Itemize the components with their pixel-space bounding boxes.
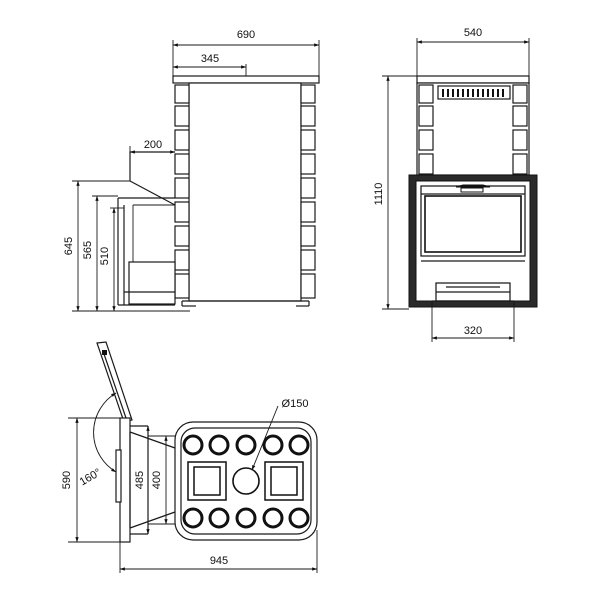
label-345: 345	[201, 53, 219, 65]
plan-top-stones	[182, 434, 310, 456]
plan-open-door	[96, 341, 133, 423]
label-945: 945	[210, 555, 228, 567]
side-firebox-front	[117, 151, 176, 306]
dim-590: 590	[61, 417, 120, 543]
label-485: 485	[134, 471, 146, 489]
door-swing-arc	[93, 392, 117, 473]
label-160: 160°	[78, 467, 104, 489]
dim-400: 400	[148, 435, 175, 525]
dim-345: 345	[172, 53, 247, 76]
dim-1110: 1110	[373, 75, 417, 310]
front-firebox	[408, 174, 538, 308]
label-590: 590	[61, 471, 73, 489]
label-645: 645	[63, 237, 75, 255]
label-540: 540	[464, 27, 482, 39]
label-150: Ø150	[282, 398, 309, 410]
dim-485: 485	[134, 425, 150, 535]
label-1110: 1110	[373, 183, 385, 206]
side-top-plate	[172, 75, 320, 84]
dim-320: 320	[431, 307, 515, 342]
dim-heights-side: 645 565 510	[63, 180, 190, 312]
side-view: 690 345 200 645 565 510	[63, 29, 320, 312]
vent-slots	[442, 89, 504, 97]
leader-150	[251, 405, 279, 471]
label-320: 320	[464, 325, 482, 337]
plan-chimney-pipe	[232, 467, 260, 495]
left-stone-column	[174, 84, 190, 299]
side-body	[188, 82, 302, 302]
label-510: 510	[99, 247, 111, 265]
dim-690: 690	[172, 29, 320, 76]
front-top-plate	[416, 75, 530, 84]
front-stone-columns	[418, 84, 528, 175]
dim-200: 200	[129, 139, 176, 154]
label-400: 400	[151, 471, 163, 489]
plan-bottom-stones	[182, 507, 310, 529]
dim-945: 945	[119, 530, 318, 573]
label-565: 565	[82, 241, 94, 259]
plan-view: 160°	[61, 341, 318, 573]
dim-540: 540	[416, 27, 530, 76]
front-vent-grille	[437, 85, 511, 100]
right-stone-column	[300, 84, 316, 299]
plan-square-openings	[187, 461, 304, 501]
front-view: 540 1110 320	[373, 27, 538, 342]
label-200: 200	[144, 139, 162, 151]
label-690: 690	[237, 29, 255, 41]
